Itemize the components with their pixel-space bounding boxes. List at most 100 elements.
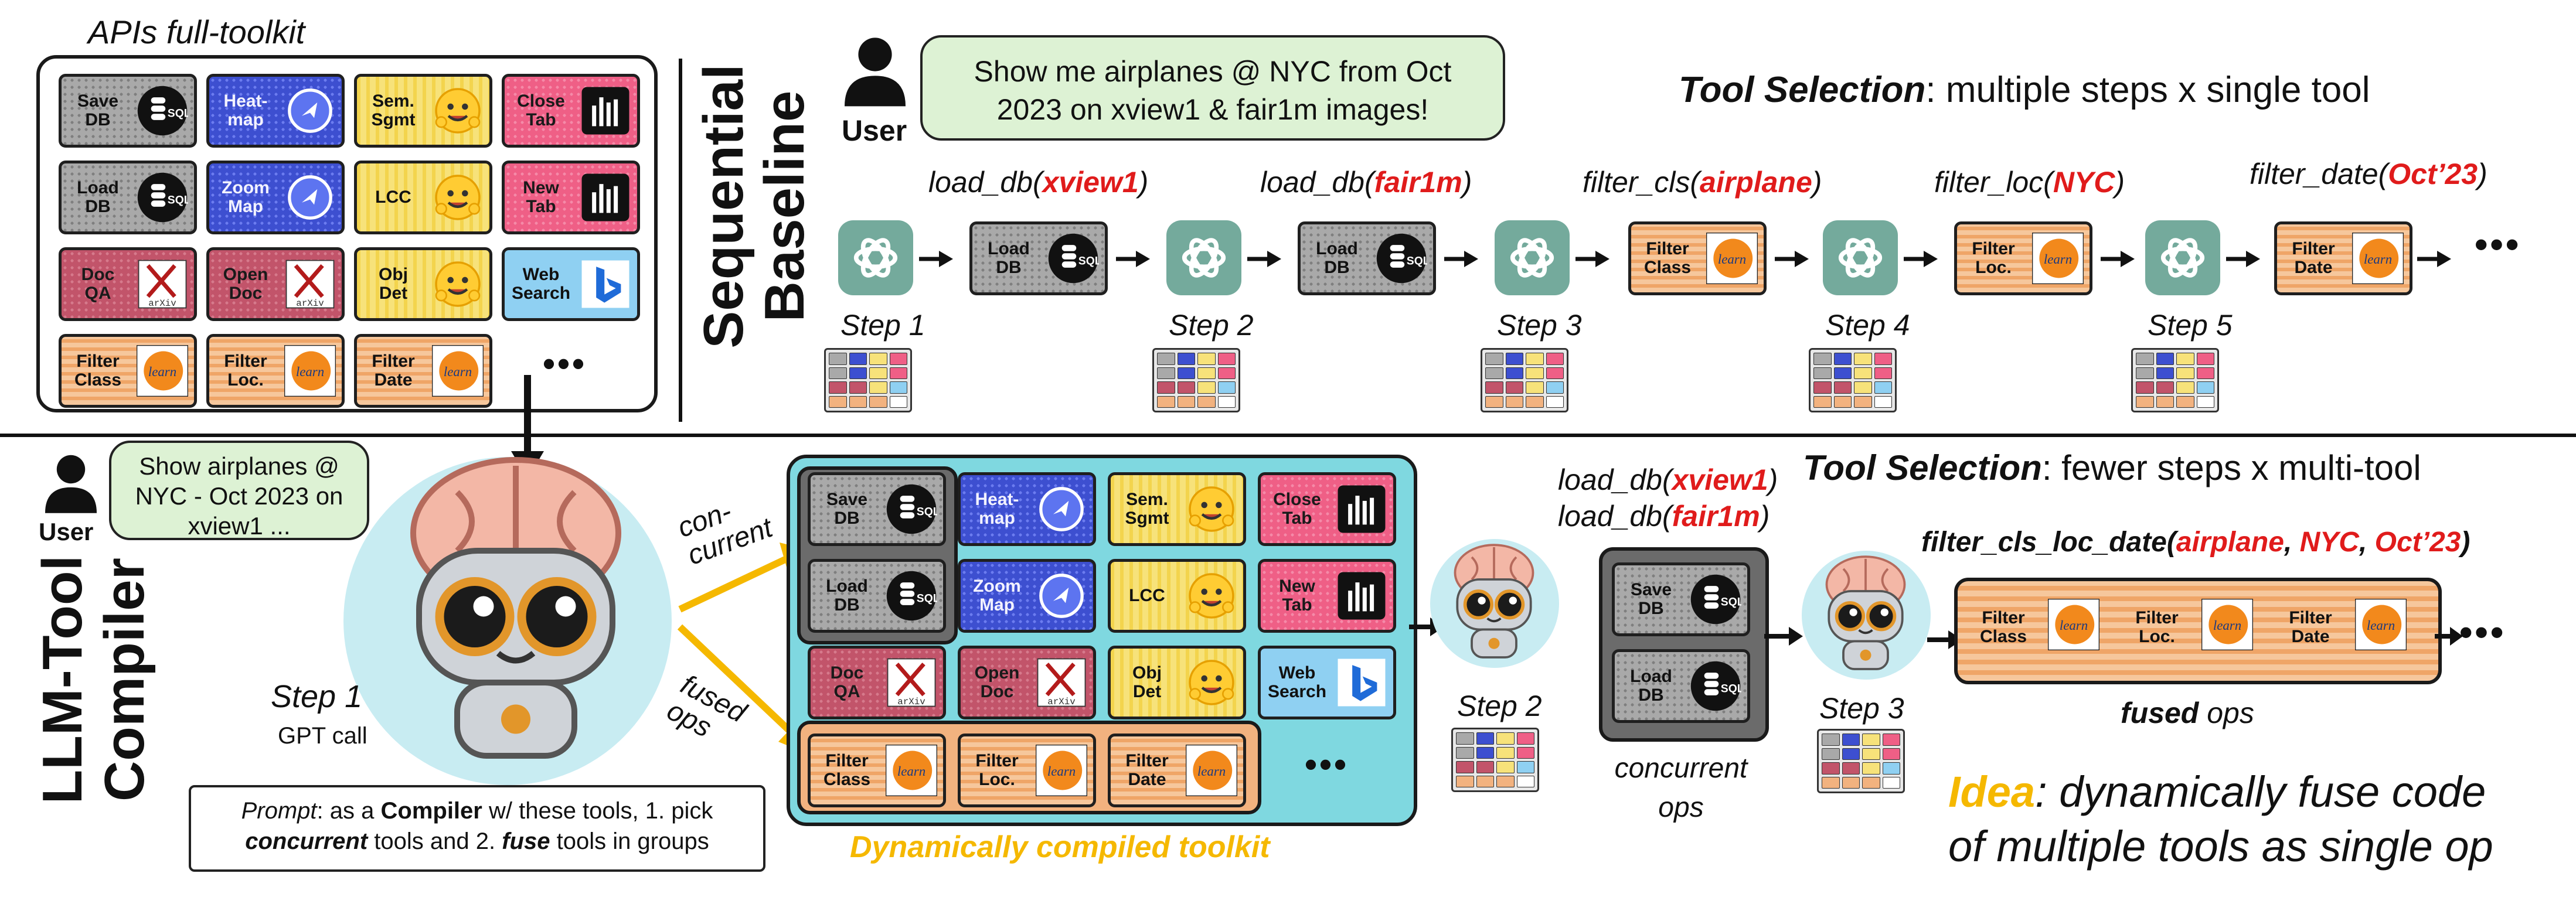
tool-tile-sem-sgmt: Sem. Sgmt xyxy=(354,74,492,148)
step3-mini-toolkit xyxy=(1817,729,1905,793)
step-arrow xyxy=(2417,251,2451,267)
fused-ellipsis: ••• xyxy=(2459,611,2506,653)
user-label: User xyxy=(842,114,907,147)
tool-tile-load-db: Load DB xyxy=(59,161,197,234)
tool-tile-heat-map: Heat-map xyxy=(958,472,1096,546)
mini-tile xyxy=(869,381,887,394)
mini-tile xyxy=(1217,353,1236,365)
horizontal-separator xyxy=(0,434,2576,437)
prompt-text-1: : as a xyxy=(317,798,381,824)
mini-tile xyxy=(889,353,907,365)
mini-tile xyxy=(1505,353,1523,365)
equalizer-icon xyxy=(581,173,629,221)
tool-label: LCC xyxy=(375,187,411,207)
gpt-call-label: GPT call xyxy=(278,723,367,749)
sql-icon xyxy=(1690,661,1741,711)
mini-tile xyxy=(869,353,887,365)
mini-tile xyxy=(1833,353,1852,365)
arrow-after-fused xyxy=(2435,627,2463,646)
mini-tile xyxy=(1526,395,1544,408)
mini-tile xyxy=(1842,776,1860,789)
sklearn-icon xyxy=(432,345,484,397)
mini-tile xyxy=(1526,367,1544,379)
mini-tile xyxy=(1546,395,1564,408)
bing-icon xyxy=(581,260,629,308)
tool-tile-open-doc: Open Doc xyxy=(958,646,1096,719)
tool-tile-doc-qa: Doc QA xyxy=(808,646,946,719)
step-label-1: Step 1 xyxy=(840,309,925,342)
mini-tile xyxy=(829,395,847,408)
mini-tile xyxy=(1496,746,1515,759)
mini-tile xyxy=(1505,381,1523,394)
step-label-3: Step 3 xyxy=(1497,309,1582,342)
mini-tile xyxy=(1476,775,1494,787)
sequential-prompt-bubble: Show me airplanes @ NYC from Oct 2023 on… xyxy=(920,35,1505,141)
tool-tile-filter-date: Filter Date xyxy=(1108,734,1246,807)
mini-tile xyxy=(1854,395,1872,408)
tool-tile-filter-date: Filter Date xyxy=(2274,591,2412,664)
tool-tile-filter-loc: Filter Loc. xyxy=(2121,591,2259,664)
tool-label: LCC xyxy=(1129,585,1165,605)
tool-label: Load DB xyxy=(988,238,1030,277)
mini-tile xyxy=(1833,381,1852,394)
idea-heading: Idea xyxy=(1948,767,2036,816)
step-mini-toolkit xyxy=(1809,348,1897,412)
mini-tile xyxy=(1882,748,1900,760)
mini-tile xyxy=(1822,734,1840,746)
step-arrow xyxy=(1904,251,1938,267)
mini-tile xyxy=(2136,381,2154,394)
mini-tile xyxy=(1157,381,1175,394)
sklearn-icon xyxy=(2201,599,2253,650)
sequential-prompt-text: Show me airplanes @ NYC from Oct 2023 on… xyxy=(974,55,1452,126)
mini-tile xyxy=(889,367,907,379)
tool-selection-heading: Tool Selection xyxy=(1803,448,2042,487)
step2-fn-load-xview1: load_db(xview1) xyxy=(1558,463,1778,496)
mini-tile xyxy=(1526,381,1544,394)
mini-tile xyxy=(2156,353,2174,365)
tool-label: Load DB xyxy=(826,576,868,615)
mini-tile xyxy=(1874,381,1892,394)
step-fn-2: load_db(fair1m) xyxy=(1260,166,1472,199)
tool-label: Filter Date xyxy=(2292,238,2335,277)
step-arrow xyxy=(2101,251,2135,267)
tool-label: Sem. Sgmt xyxy=(1125,489,1169,528)
mini-tile xyxy=(2136,353,2154,365)
tool-selection-heading: Tool Selection xyxy=(1679,70,1926,110)
mini-tile xyxy=(1813,353,1832,365)
vertical-separator xyxy=(679,59,682,422)
compiled-ellipsis: ••• xyxy=(1305,745,1349,784)
tool-label: Heat-map xyxy=(975,489,1019,528)
huggingface-icon xyxy=(1186,483,1237,535)
mini-tile xyxy=(1842,748,1860,760)
step-arrow xyxy=(2226,251,2260,267)
compiler-tool-selection: Tool Selection: fewer steps x multi-tool xyxy=(1803,448,2421,488)
mini-tile xyxy=(869,395,887,408)
mini-tile xyxy=(1197,381,1216,394)
mini-tile xyxy=(1217,367,1236,379)
gpt-icon xyxy=(1495,220,1570,295)
mini-tile xyxy=(849,395,867,408)
huggingface-icon xyxy=(432,172,484,223)
tool-label: Filter Date xyxy=(1125,751,1169,789)
mini-tile xyxy=(1197,367,1216,379)
mini-tile xyxy=(1842,762,1860,775)
mini-tile xyxy=(1177,395,1195,408)
mini-tile xyxy=(1862,762,1880,775)
tool-label: Heat-map xyxy=(223,91,268,129)
mini-tile xyxy=(1813,395,1832,408)
mini-tile xyxy=(1862,734,1880,746)
mini-tile xyxy=(1157,395,1175,408)
sklearn-icon xyxy=(2032,233,2084,284)
fused-fn-name: filter_cls_loc_date( xyxy=(1921,527,2176,558)
step-fn-5: filter_date(Oct’23) xyxy=(2250,158,2487,190)
sklearn-icon xyxy=(2048,599,2099,650)
mini-tile xyxy=(1882,776,1900,789)
tool-tile-zoom-map: Zoom Map xyxy=(206,161,345,234)
idea-text: Idea: dynamically fuse code of multiple … xyxy=(1948,765,2493,874)
tool-label: Load DB xyxy=(77,178,119,216)
toolkit-ellipsis: ••• xyxy=(543,344,587,383)
tool-label: Filter Class xyxy=(1979,608,2027,646)
step-arrow xyxy=(1575,251,1609,267)
step-fn-3: filter_cls(airplane) xyxy=(1583,166,1822,199)
arrow-to-step3 xyxy=(1764,627,1803,646)
